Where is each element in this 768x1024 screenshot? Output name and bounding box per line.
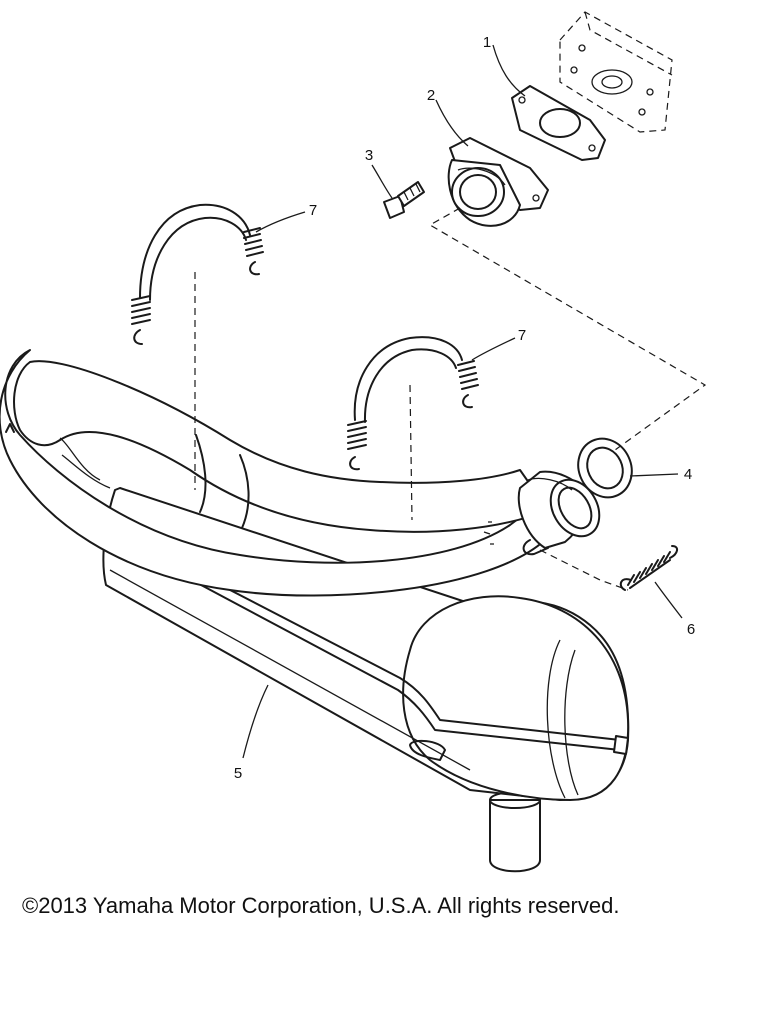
- part-2-exhaust-joint: [447, 137, 549, 227]
- engine-flange-block: [559, 11, 673, 133]
- callout-7-upper: 7: [309, 202, 317, 219]
- callout-5: 5: [234, 765, 242, 782]
- callout-7-middle: 7: [518, 327, 526, 344]
- callout-labels: 1 2 3 4 5 6 7 7: [234, 34, 695, 782]
- part-5-muffler: [0, 349, 630, 873]
- callout-6: 6: [687, 621, 695, 638]
- part-3-bolt: [383, 181, 425, 219]
- part-1-gasket: [511, 85, 606, 161]
- part-7-spring-left: [131, 203, 264, 345]
- copyright-notice: ©2013 Yamaha Motor Corporation, U.S.A. A…: [22, 893, 620, 918]
- part-7-spring-middle: [347, 336, 479, 471]
- callout-3: 3: [365, 147, 373, 164]
- callout-2: 2: [427, 87, 435, 104]
- part-6-spring: [619, 545, 678, 591]
- callout-leaders: [242, 44, 683, 759]
- part-4-seal-ring: [577, 437, 633, 499]
- callout-1: 1: [483, 34, 491, 51]
- callout-4: 4: [684, 466, 692, 483]
- exhaust-parts-diagram: 1 2 3 4 5 6 7 7: [0, 11, 707, 873]
- assembly-leaders: [194, 207, 707, 591]
